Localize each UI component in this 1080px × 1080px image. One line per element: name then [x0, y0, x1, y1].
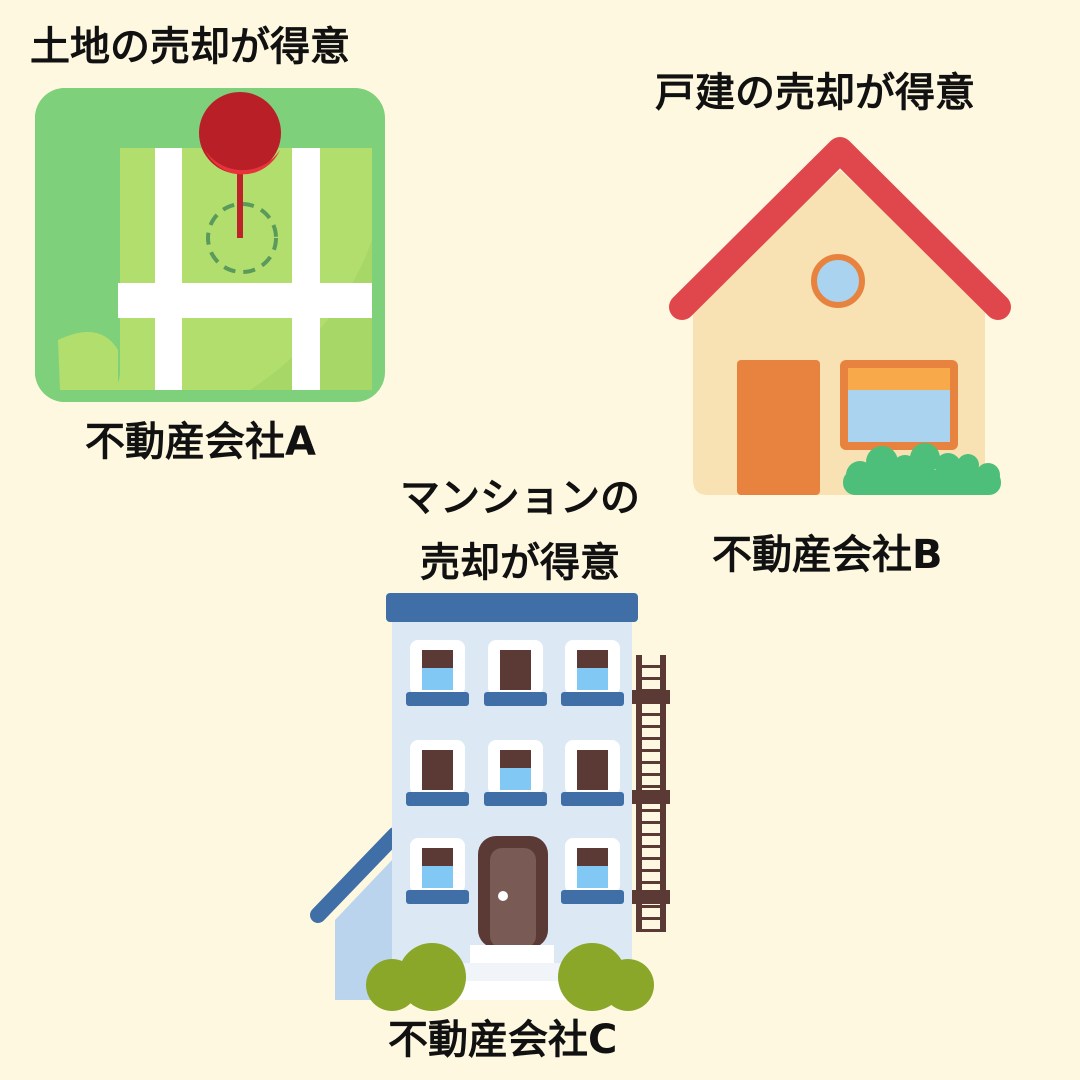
company-a-specialty: 土地の売却が得意 [30, 24, 350, 70]
window [561, 640, 624, 706]
window [561, 740, 624, 806]
land-map-icon [35, 88, 385, 402]
company-a-name: 不動産会社A [85, 419, 316, 465]
company-b-name: 不動産会社B [712, 532, 943, 578]
window [484, 740, 547, 806]
window [561, 838, 624, 904]
window [484, 640, 547, 706]
company-c-name: 不動産会社C [388, 1017, 618, 1063]
window [406, 640, 469, 706]
window [406, 740, 469, 806]
window [406, 838, 469, 904]
house-icon [669, 137, 1011, 495]
company-b-specialty: 戸建の売却が得意 [655, 70, 975, 116]
company-c-specialty-line1: マンションの [400, 475, 640, 521]
apartment-building-icon [310, 593, 670, 1011]
company-c-specialty-line2: 売却が得意 [420, 540, 620, 586]
